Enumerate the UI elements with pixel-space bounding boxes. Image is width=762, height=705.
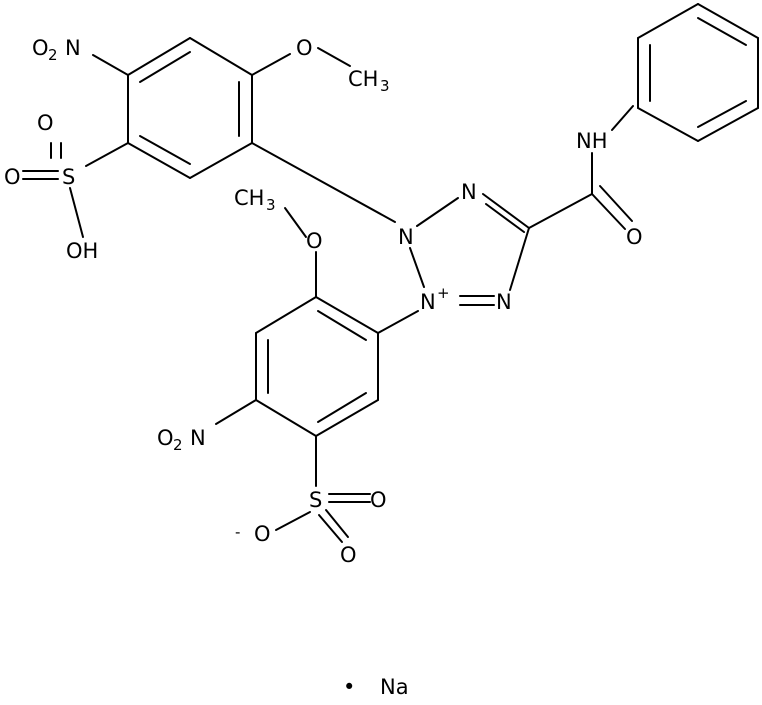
bond (127, 142, 191, 179)
bond (92, 54, 129, 76)
sulfonate-o-right: O (370, 488, 387, 512)
bond (255, 296, 317, 334)
bond (315, 399, 379, 437)
bond (85, 142, 129, 167)
bond (697, 100, 747, 128)
bond (251, 142, 396, 223)
tetrazole-n-plus: N (420, 290, 436, 314)
o2n-top-subscript: 2 (48, 46, 58, 64)
bond (284, 207, 307, 238)
sodium-na: Na (380, 675, 409, 699)
bond (139, 135, 191, 165)
amide-o: O (626, 225, 643, 249)
bond (599, 185, 633, 222)
bond (317, 392, 367, 423)
ch3-top: CH (348, 67, 378, 91)
bond (416, 197, 459, 227)
negative-charge: - (235, 523, 240, 541)
o2n-top-n: N (65, 36, 81, 60)
amide-nh: NH (576, 129, 608, 153)
bond (189, 142, 253, 179)
bond (317, 310, 367, 341)
bond (275, 511, 311, 531)
bond (127, 37, 191, 76)
tetrazole-n2: N (398, 225, 414, 249)
methoxy-left-o: O (306, 229, 323, 253)
methoxy-top-o: O (296, 36, 313, 60)
bond (189, 37, 253, 76)
bond (69, 187, 84, 238)
sulfonate-o-minus: O (254, 522, 271, 546)
bond (377, 310, 419, 334)
bond (325, 509, 349, 538)
tetrazole-n3: N (461, 180, 477, 204)
bond (611, 105, 634, 131)
bond (215, 399, 257, 425)
dot-separator: • (343, 675, 355, 699)
bond (317, 47, 351, 67)
positive-charge: + (437, 284, 450, 302)
bond (315, 296, 379, 334)
bonds (22, 3, 759, 543)
bond (637, 107, 699, 142)
bond (139, 51, 191, 83)
tetrazole-n4: N (496, 290, 512, 314)
bond (697, 107, 759, 142)
sulfonate-s: S (309, 488, 322, 512)
bond (409, 247, 425, 288)
bond (697, 3, 759, 39)
sulfonyl-top-s: S (62, 165, 75, 189)
o2n-bottom-subscript: 2 (173, 436, 183, 454)
o2n-bottom-o: O (157, 426, 174, 450)
bond (697, 17, 747, 46)
bond (637, 3, 699, 39)
bond (528, 193, 593, 229)
atom-labels: O 2 N O CH 3 O O S OH CH 3 O N N N + N N… (4, 36, 643, 699)
bond (509, 227, 530, 291)
bond (485, 203, 525, 233)
bond (251, 53, 291, 76)
sulfonyl-top-o-up: O (37, 111, 54, 135)
sulfonyl-top-o-left: O (4, 165, 21, 189)
bond (255, 399, 317, 437)
hydroxyl-oh: OH (66, 239, 98, 263)
ch3-top-subscript: 3 (380, 77, 390, 95)
bond (482, 193, 530, 229)
sulfonate-o-down: O (340, 543, 357, 567)
bond (591, 193, 626, 230)
ch3-left-subscript: 3 (266, 196, 276, 214)
o2n-top-o: O (32, 36, 49, 60)
o2n-bottom-n: N (190, 426, 206, 450)
bond (318, 514, 343, 543)
ch3-left: CH (234, 186, 264, 210)
